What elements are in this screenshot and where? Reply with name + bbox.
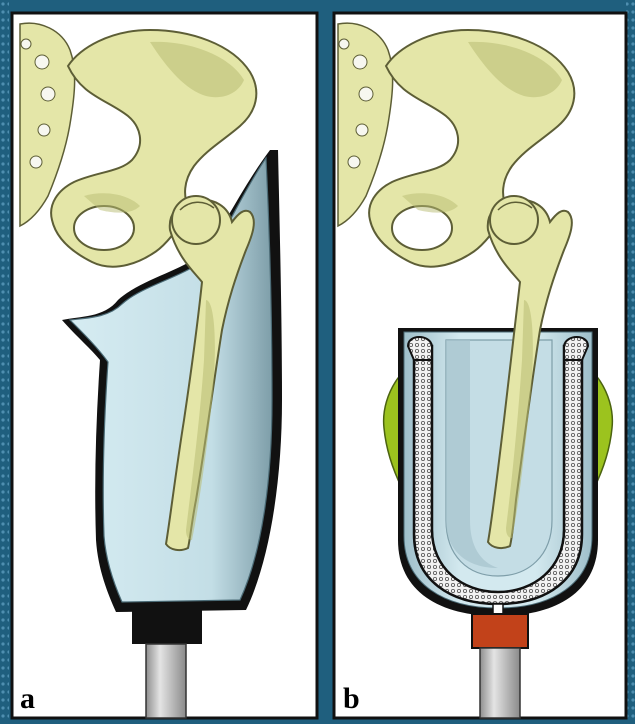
obturator-foramen-b xyxy=(392,206,452,250)
panel-a xyxy=(12,13,317,718)
pylon-b xyxy=(480,648,520,718)
panel-label-a: a xyxy=(20,684,35,714)
left-border-stripe xyxy=(0,0,9,720)
panel-b xyxy=(334,13,626,718)
pylon-a xyxy=(146,644,186,718)
panel-label-b: b xyxy=(343,684,360,714)
connector-a xyxy=(132,610,202,644)
connector-b xyxy=(472,614,528,648)
obturator-foramen-a xyxy=(74,206,134,250)
